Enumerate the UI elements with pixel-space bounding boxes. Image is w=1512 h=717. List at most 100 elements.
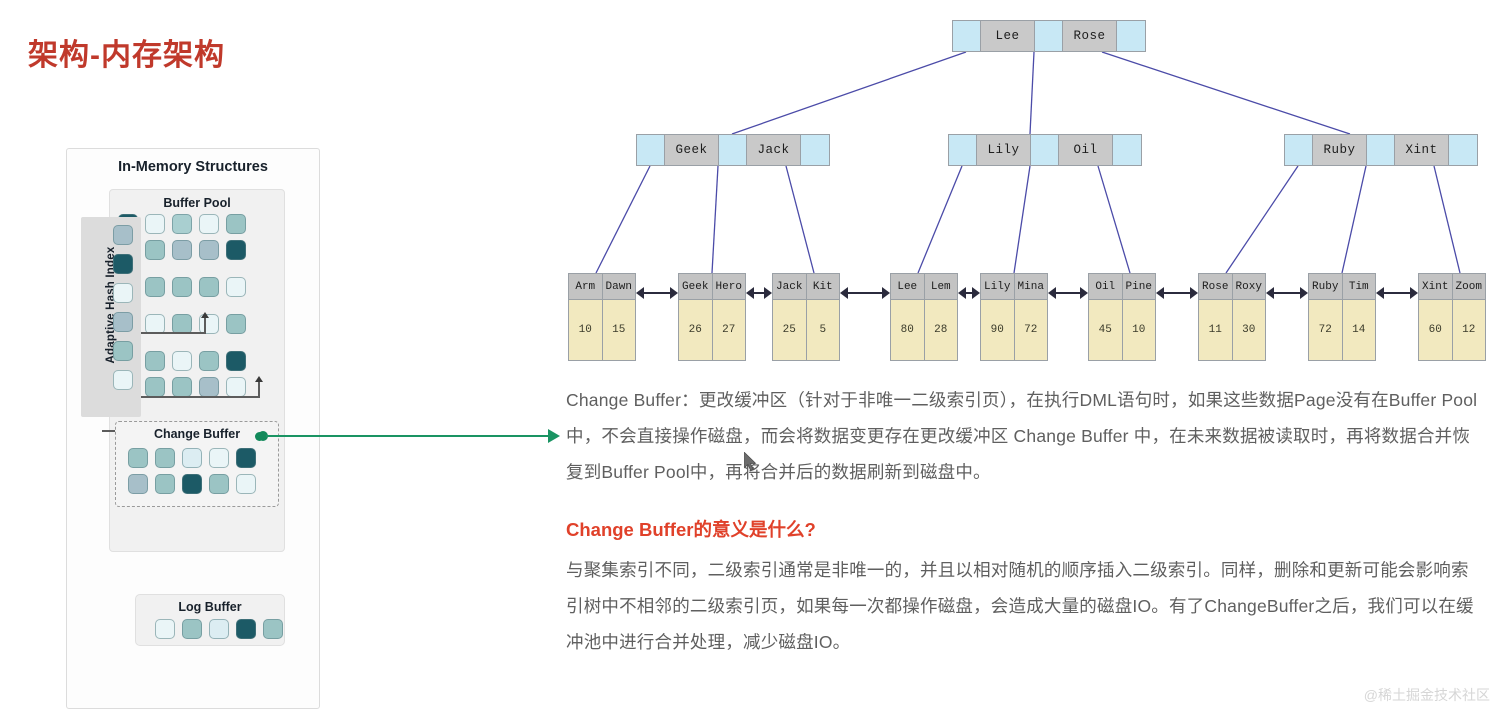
change-buffer-cell xyxy=(182,474,202,494)
btree-child-pointer xyxy=(1449,135,1477,165)
buffer-pool-cell xyxy=(145,214,165,234)
btree-leaf-keys: Ruby Tim xyxy=(1309,274,1375,300)
link-line xyxy=(752,292,766,294)
buffer-pool-cell xyxy=(145,314,165,334)
log-buffer-cell xyxy=(263,619,283,639)
buffer-pool-arrow-1 xyxy=(102,312,214,334)
arrowhead-left-icon xyxy=(840,287,848,299)
btree-leaf-key: Zoom xyxy=(1455,280,1482,293)
btree-key: Oil xyxy=(1059,135,1113,165)
arrowhead-left-icon xyxy=(1156,287,1164,299)
btree-leaf-keys: Lee Lem xyxy=(891,274,957,300)
arrowhead-left-icon xyxy=(636,287,644,299)
arrowhead-right-icon xyxy=(1190,287,1198,299)
btree-leaf-key: Tim xyxy=(1348,280,1369,293)
memory-page-row xyxy=(118,351,278,371)
callout-start-dot xyxy=(258,431,268,441)
log-buffer-cell xyxy=(155,619,175,639)
adaptive-hash-index-cell xyxy=(113,254,133,274)
buffer-pool-cell xyxy=(145,240,165,260)
btree-leaf-value: 90 xyxy=(981,300,1015,360)
change-buffer-cell xyxy=(128,474,148,494)
adaptive-hash-index-cell xyxy=(113,225,133,245)
btree-leaf-key: Ruby xyxy=(1309,274,1343,299)
arrowhead-right-icon xyxy=(764,287,772,299)
memory-page-row xyxy=(118,277,278,297)
change-buffer-cell xyxy=(155,448,175,468)
btree-child-pointer xyxy=(953,21,981,51)
btree-leaf-key: Arm xyxy=(569,274,603,299)
btree-leaf-sibling-link xyxy=(1376,287,1418,299)
btree-child-pointer xyxy=(949,135,977,165)
buffer-pool-cell xyxy=(172,277,192,297)
btree-child-pointer xyxy=(637,135,665,165)
change-buffer-cell xyxy=(128,448,148,468)
btree-leaf-sibling-link xyxy=(840,287,890,299)
memory-page-row xyxy=(128,448,256,468)
paragraph-change-buffer-rationale: 与聚集索引不同，二级索引通常是非唯一的，并且以相对随机的顺序插入二级索引。同样，… xyxy=(566,560,1474,652)
btree-child-pointer xyxy=(1117,21,1145,51)
change-buffer-title: Change Buffer xyxy=(153,427,241,441)
btree-leaf-key: Lee xyxy=(891,274,925,299)
buffer-pool-cell xyxy=(226,214,246,234)
arrowhead-right-icon xyxy=(1300,287,1308,299)
btree-leaf-sibling-link xyxy=(1048,287,1088,299)
page-title: 架构-内存架构 xyxy=(28,39,225,72)
btree-leaf-key: Xint xyxy=(1419,274,1453,299)
buffer-pool-cell xyxy=(199,351,219,371)
arrowhead-left-icon xyxy=(1266,287,1274,299)
change-buffer-cell xyxy=(209,448,229,468)
arrowhead-right-icon xyxy=(882,287,890,299)
buffer-pool-title: Buffer Pool xyxy=(163,196,231,210)
change-buffer-cell xyxy=(236,474,256,494)
buffer-pool-cell xyxy=(172,314,192,334)
btree-leaf-value: 60 xyxy=(1419,300,1453,360)
btree-leaf-key: Pine xyxy=(1125,280,1152,293)
btree-leaf-key: Lily xyxy=(981,274,1015,299)
paragraph-change-buffer-definition: Change Buffer：更改缓冲区（针对于非唯一二级索引页），在执行DML语… xyxy=(566,390,1478,482)
subheading-change-buffer-purpose: Change Buffer的意义是什么? xyxy=(566,519,816,540)
link-line xyxy=(1054,292,1082,294)
btree-leaf-value: 72 xyxy=(1309,300,1343,360)
adaptive-hash-index-cells xyxy=(113,225,133,390)
btree-leaf-key: Lem xyxy=(930,280,951,293)
buffer-pool-cell xyxy=(199,214,219,234)
btree-leaf-value: 10 xyxy=(569,300,603,360)
btree-child-pointer xyxy=(801,135,829,165)
log-buffer-panel: Log Buffer xyxy=(135,594,285,646)
btree-key: Geek xyxy=(665,135,719,165)
btree-leaf-value: 30 xyxy=(1242,324,1256,336)
mouse-cursor-icon xyxy=(744,452,757,471)
arrowhead-right-icon xyxy=(1080,287,1088,299)
btree-child-pointer xyxy=(719,135,747,165)
link-line xyxy=(1162,292,1192,294)
btree-leaf-key: Dawn xyxy=(605,280,632,293)
link-line xyxy=(642,292,672,294)
btree-leaf-value: 5 xyxy=(819,324,827,336)
buffer-pool-cell xyxy=(172,240,192,260)
buffer-pool-cell xyxy=(226,277,246,297)
buffer-pool-grid xyxy=(118,214,278,403)
buffer-pool-cell xyxy=(145,351,165,371)
adaptive-hash-index-panel: Adaptive Hash Index xyxy=(81,217,141,417)
arrowhead-left-icon xyxy=(1048,287,1056,299)
btree-leaf-key: Kit xyxy=(812,280,833,293)
log-buffer-cells xyxy=(155,619,283,639)
link-line xyxy=(846,292,884,294)
btree-leaf-key: Geek xyxy=(679,274,713,299)
btree-leaf-key: Roxy xyxy=(1235,280,1262,293)
